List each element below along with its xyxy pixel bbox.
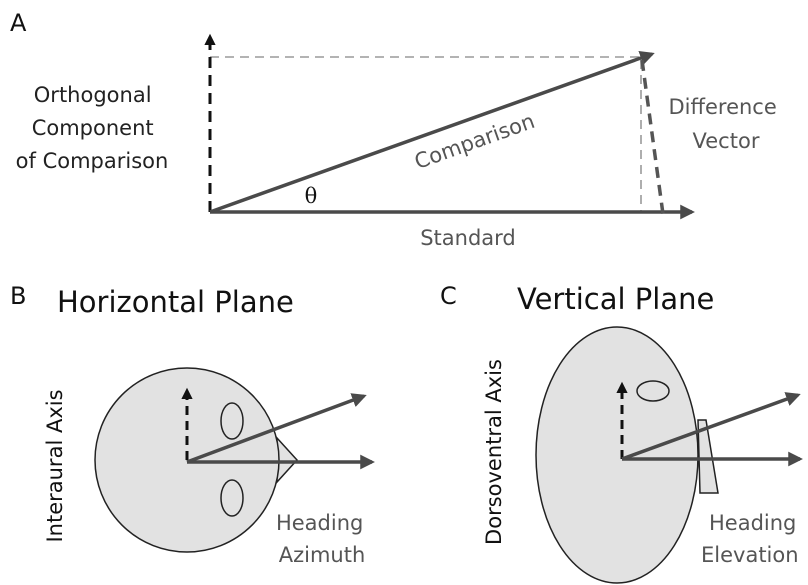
heading-azimuth-label: Heading Azimuth — [276, 511, 370, 567]
heading-elevation-label: Heading Elevation — [701, 511, 803, 567]
comparison-vector-arrow — [209, 51, 655, 214]
head-ellipse-side-view — [535, 326, 699, 584]
orthogonal-component-label: Orthogonal Component of Comparison — [16, 83, 169, 173]
panel-b-title: Horizontal Plane — [57, 285, 294, 319]
theta-angle-label: θ — [305, 184, 318, 208]
panel-c: C Vertical Plane Dorsoventral Axis Headi… — [440, 282, 803, 584]
ear-shape-left — [220, 402, 244, 440]
panel-b: B Horizontal Plane Interaural Axis Headi… — [10, 282, 375, 567]
panel-c-letter: C — [440, 282, 457, 310]
ear-shape-right — [220, 479, 244, 517]
heading-azimuth-arrow — [186, 393, 367, 464]
eye-shape — [636, 380, 670, 402]
nose-shape — [697, 419, 719, 494]
nose-shape — [276, 436, 299, 484]
panel-b-letter: B — [10, 282, 26, 310]
heading-elevation-arrow — [621, 392, 801, 461]
panel-c-title: Vertical Plane — [517, 282, 714, 316]
panel-a-letter: A — [10, 9, 27, 37]
panel-a: A Orthogonal Component of Comparison Com… — [10, 9, 784, 250]
standard-label: Standard — [420, 226, 516, 250]
dorsoventral-axis-label: Dorsoventral Axis — [482, 359, 506, 545]
difference-vector-arrow — [640, 59, 665, 215]
difference-vector-label: Difference Vector — [669, 95, 784, 153]
interaural-axis-label: Interaural Axis — [43, 389, 67, 542]
